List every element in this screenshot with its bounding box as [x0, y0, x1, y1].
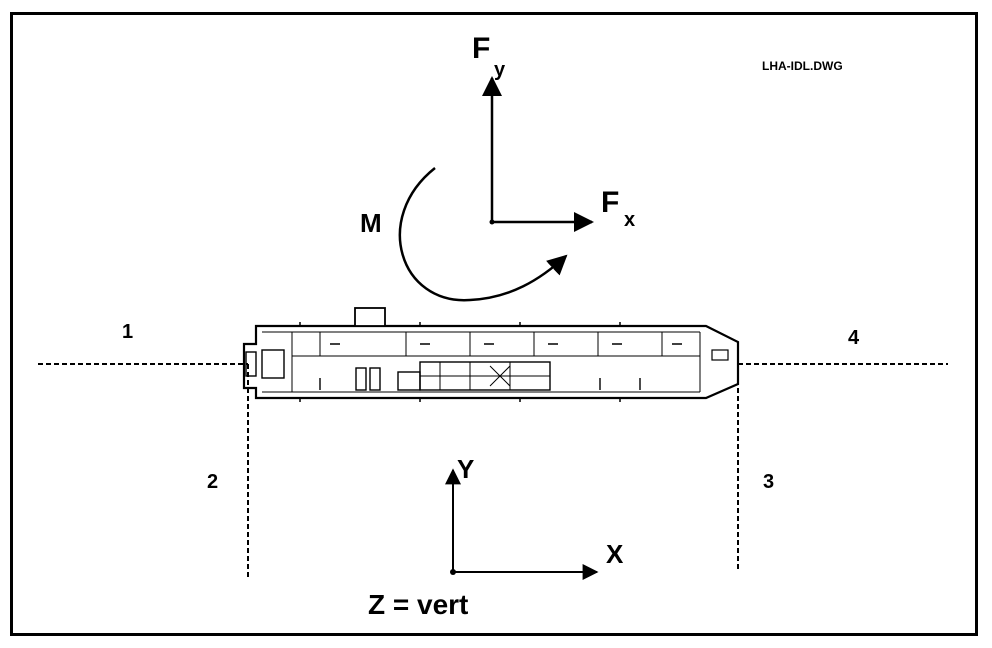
- fy-subscript: y: [494, 59, 506, 81]
- force-origin-dot: [489, 219, 495, 225]
- edge-label-1: 1: [122, 321, 133, 343]
- z-axis-label: Z = vert: [368, 589, 468, 620]
- fy-label: F: [472, 32, 490, 65]
- drawing-label: LHA-IDL.DWG: [762, 59, 843, 73]
- moment-arrow: [398, 167, 568, 302]
- diagram-frame: [10, 12, 978, 636]
- moment-label: M: [360, 208, 382, 238]
- ship-plan-view: [242, 307, 740, 402]
- x-axis-label: X: [606, 539, 624, 569]
- fx-subscript: x: [624, 209, 635, 231]
- edge-label-3: 3: [763, 471, 774, 493]
- edge-label-4: 4: [848, 327, 860, 349]
- axes-origin-dot: [450, 569, 456, 575]
- edge-label-2: 2: [207, 471, 218, 493]
- y-axis-label: Y: [457, 454, 474, 484]
- fx-label: F: [601, 186, 619, 219]
